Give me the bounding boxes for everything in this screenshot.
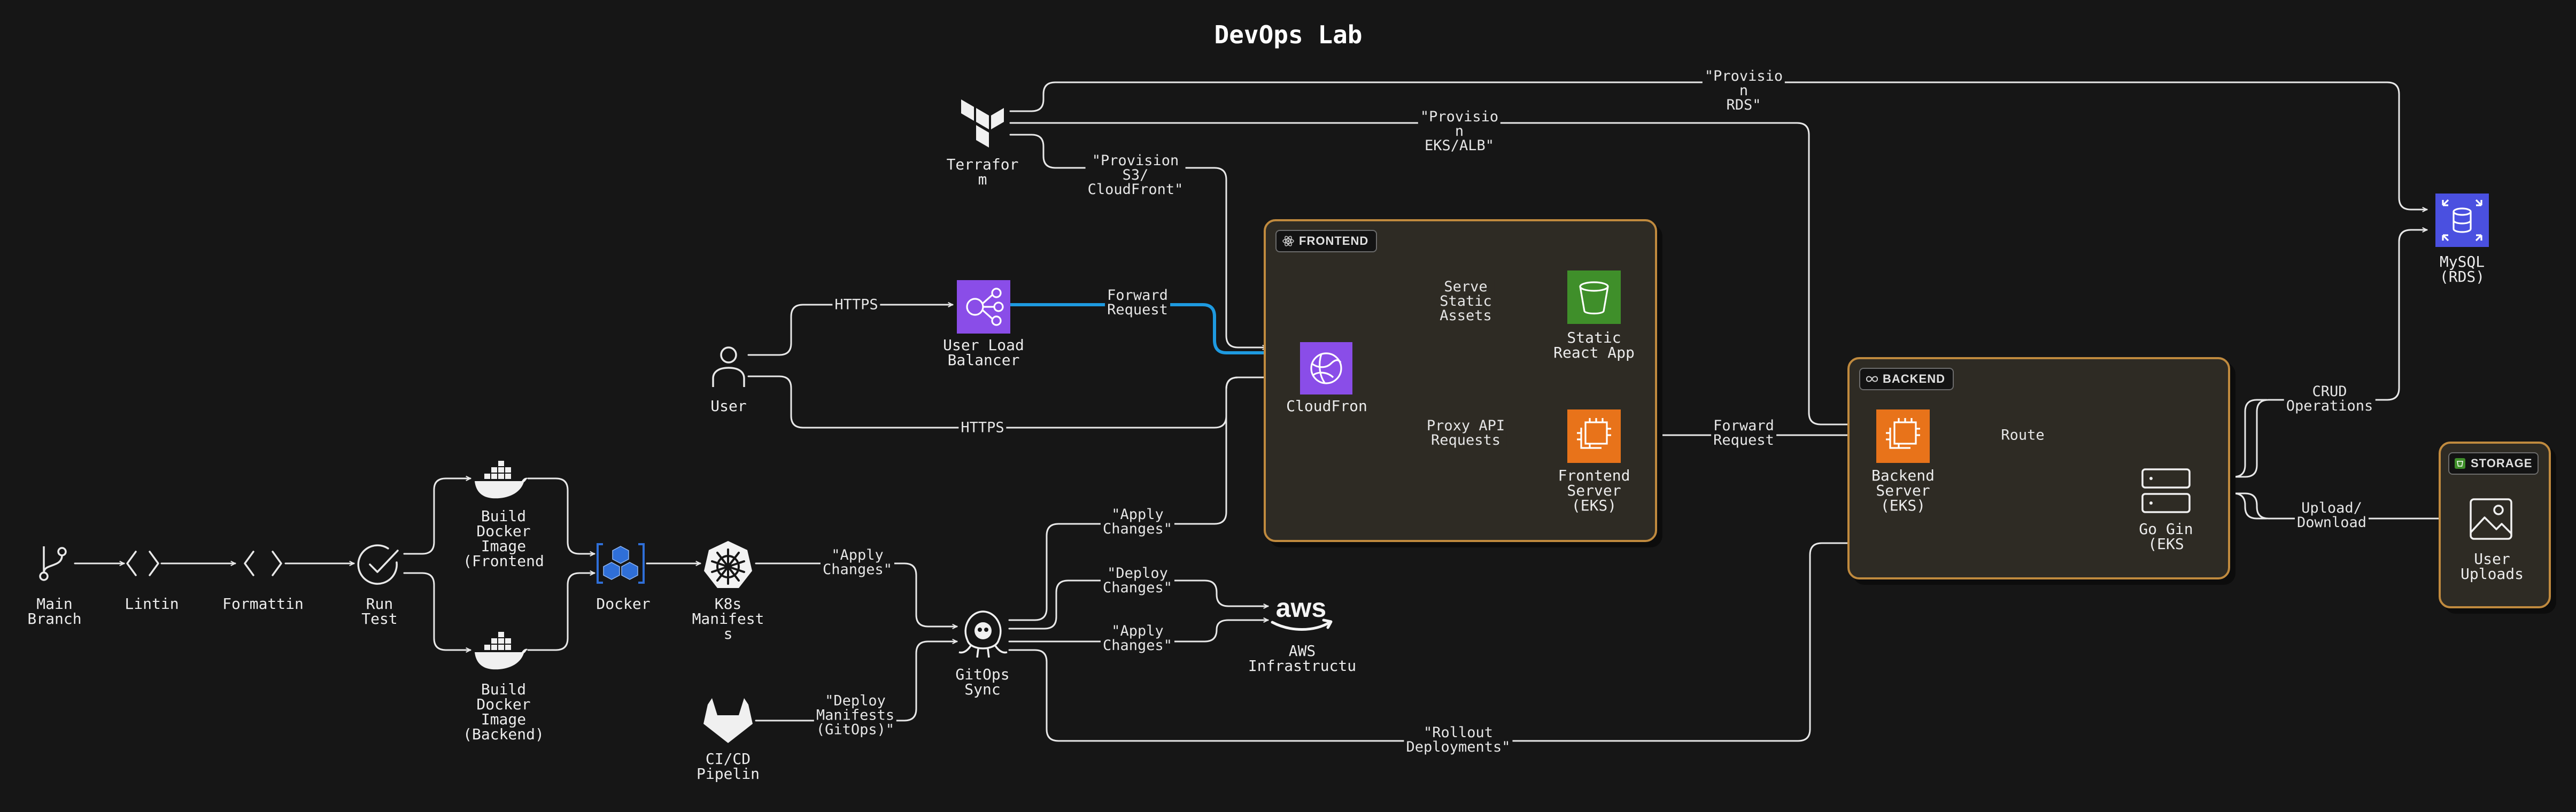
edge-cicd-to-gitops	[755, 641, 958, 722]
edge-label-https-bottom: HTTPS	[958, 420, 1007, 435]
edge-label-rollout: "Rollout Deployments"	[1404, 725, 1513, 754]
rds-database-icon	[2435, 194, 2489, 247]
node-label-formatting: Formattin	[222, 595, 304, 613]
edge-label-apply-changes-cf: "Apply Changes"	[1100, 507, 1175, 536]
node-label-frontend-server: Frontend Server (EKS)	[1558, 467, 1630, 514]
edge-label-deploy-changes: "Deploy Changes"	[1100, 566, 1175, 595]
edge-label-proxy-api: Proxy API Requests	[1424, 419, 1507, 447]
cloudfront-icon	[1300, 342, 1352, 395]
edge-build-fe-to-docker	[527, 477, 595, 554]
edge-label-forward-request-be: Forward Request	[1711, 419, 1776, 447]
edge-build-be-to-docker	[527, 573, 595, 651]
terraform-icon	[958, 97, 1008, 151]
node-label-gitops: GitOps Sync	[955, 666, 1010, 698]
edge-label-provision-rds: "Provisio n RDS"	[1702, 69, 1785, 112]
gitlab-fox-icon	[700, 694, 756, 745]
s3-bucket-icon	[1567, 270, 1621, 324]
node-label-k8s: K8s Manifest s	[692, 595, 764, 643]
react-icon	[1282, 235, 1295, 248]
node-label-user: User	[710, 397, 747, 415]
node-label-terraform: Terrafor m	[946, 156, 1019, 188]
svg-text:aws: aws	[1276, 593, 1327, 623]
eks-server-icon	[1876, 409, 1930, 463]
node-label-build-backend: Build Docker Image (Backend)	[463, 680, 544, 743]
edge-label-https-top: HTTPS	[832, 297, 880, 312]
frontend-group-label: FRONTEND	[1299, 234, 1369, 248]
edge-label-route: Route	[1999, 428, 2047, 443]
node-label-main-branch: Main Branch	[27, 595, 82, 628]
storage-group: STORAGE	[2439, 442, 2551, 608]
frontend-group-tag: FRONTEND	[1275, 230, 1378, 252]
edge-lb-forward-request	[1009, 303, 1301, 353]
user-icon	[709, 343, 748, 388]
node-label-docker: Docker	[596, 595, 651, 613]
node-label-linting: Lintin	[125, 595, 179, 613]
eks-server-icon	[1567, 409, 1621, 463]
infinity-icon	[1866, 373, 1878, 385]
node-label-mysql: MySQL (RDS)	[2439, 253, 2485, 285]
docker-whale-icon	[473, 458, 528, 500]
code-brackets-icon	[241, 547, 285, 579]
backend-group-tag: BACKEND	[1859, 368, 1954, 390]
edge-label-deploy-manifests: "Deploy Manifests (GitOps)"	[814, 693, 897, 737]
docker-whale-icon	[473, 629, 528, 671]
node-label-aws: AWS Infrastructu	[1248, 642, 1357, 675]
node-label-cloudfront: CloudFron	[1286, 397, 1367, 415]
node-label-static-app: Static React App	[1553, 329, 1635, 361]
bucket-icon	[2454, 457, 2466, 470]
docker-registry-icon	[594, 541, 647, 586]
storage-group-label: STORAGE	[2471, 457, 2533, 470]
server-rack-icon	[2140, 465, 2192, 516]
edge-user-https-top	[747, 305, 954, 356]
node-label-cicd: CI/CD Pipelin	[696, 750, 760, 783]
edge-terraform-provision-eks	[1009, 122, 1878, 424]
edge-test-to-build-be	[403, 572, 471, 650]
edge-label-forward-request-lb: Forward Request	[1105, 288, 1170, 317]
edge-user-https-bottom	[747, 376, 1295, 429]
edge-uploads-to-go-gin	[2198, 493, 2268, 520]
storage-group-tag: STORAGE	[2448, 452, 2539, 475]
edge-label-provision-s3: "Provision S3/ CloudFront"	[1085, 153, 1186, 197]
gitops-octopus-icon	[957, 608, 1009, 660]
node-label-user-uploads: User Uploads	[2460, 550, 2524, 583]
check-circle-icon	[355, 541, 403, 589]
load-balancer-icon	[957, 280, 1010, 334]
edge-label-apply-changes-k8s: "Apply Changes"	[820, 548, 895, 577]
edge-label-upload-download: Upload/ Download	[2294, 501, 2369, 530]
edge-label-crud: CRUD Operations	[2284, 384, 2376, 413]
edge-test-to-build-fe	[403, 478, 471, 555]
edge-label-serve-static: Serve Static Assets	[1437, 280, 1494, 323]
edge-label-apply-changes-aws: "Apply Changes"	[1100, 624, 1175, 653]
node-label-run-test: Run Test	[361, 595, 398, 628]
node-label-go-gin: Go Gin (EKS	[2139, 520, 2193, 553]
node-label-backend-server: Backend Server (EKS)	[1871, 467, 1935, 514]
diagram-title: DevOps Lab	[1214, 20, 1363, 49]
edge-k8s-to-gitops	[755, 562, 958, 627]
image-file-icon	[2467, 496, 2515, 542]
backend-group: BACKEND	[1847, 357, 2230, 579]
kubernetes-helm-icon	[701, 539, 755, 592]
backend-group-label: BACKEND	[1883, 372, 1945, 385]
git-branch-icon	[32, 542, 75, 585]
code-brackets-icon	[124, 547, 161, 579]
aws-logo-icon: aws	[1266, 592, 1336, 634]
edge-mysql-to-go-gin	[2198, 399, 2268, 477]
edge-gitops-apply-aws	[1008, 620, 1269, 643]
node-label-load-balancer: User Load Balancer	[943, 336, 1024, 369]
edge-label-provision-eks: "Provisio n EKS/ALB"	[1418, 110, 1501, 153]
node-label-build-frontend: Build Docker Image (Frontend	[463, 507, 544, 570]
